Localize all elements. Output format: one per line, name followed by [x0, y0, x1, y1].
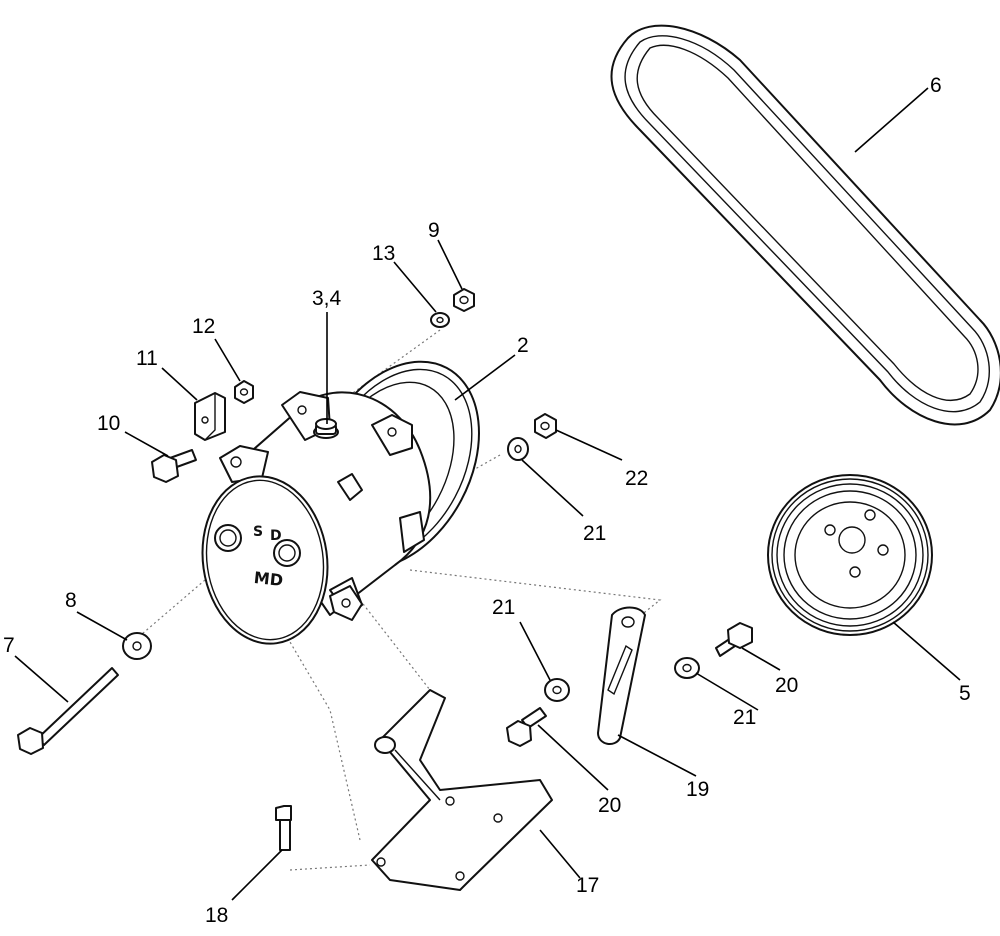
washer-13[interactable]	[430, 312, 450, 328]
discharge-port-mark: D	[270, 528, 282, 544]
bracket-11[interactable]	[194, 392, 226, 441]
callout-labels: 6 2 3,4 9 13 12 11 10 8 7 22 21 21 5 20 …	[3, 74, 971, 927]
callout-2: 2	[517, 334, 529, 357]
washer-21-upper[interactable]	[507, 437, 529, 461]
callout-9: 9	[428, 219, 440, 242]
bolt-18[interactable]	[275, 805, 292, 851]
callout-21-middle: 21	[492, 596, 515, 619]
callout-21-right: 21	[733, 706, 756, 729]
callout-18: 18	[205, 904, 228, 927]
mounting-bracket-17[interactable]	[371, 689, 553, 891]
suction-port-mark: S	[253, 524, 263, 540]
nut-9[interactable]	[453, 288, 475, 312]
bolt-20-right[interactable]	[715, 622, 753, 657]
drive-belt[interactable]	[610, 24, 1000, 426]
callout-7: 7	[3, 634, 15, 657]
callout-20-right: 20	[775, 674, 798, 697]
callout-21-upper: 21	[583, 522, 606, 545]
bolt-7[interactable]	[17, 667, 119, 755]
callout-5: 5	[959, 682, 971, 705]
callout-22: 22	[625, 467, 648, 490]
drive-pulley[interactable]	[767, 474, 933, 636]
washer-21-right[interactable]	[674, 657, 700, 679]
callout-19: 19	[686, 778, 709, 801]
nut-22[interactable]	[534, 413, 557, 439]
callout-3-4: 3,4	[312, 287, 342, 310]
callout-20-left: 20	[598, 794, 621, 817]
callout-13: 13	[372, 242, 395, 265]
callout-17: 17	[576, 874, 599, 897]
callout-8: 8	[65, 589, 77, 612]
callout-10: 10	[97, 412, 120, 435]
ac-compressor[interactable]: S D MD	[192, 333, 513, 652]
washer-21-middle[interactable]	[544, 678, 570, 702]
leader-lines	[14, 87, 961, 901]
adjusting-link-19[interactable]	[597, 606, 646, 745]
bolt-20-left[interactable]	[506, 707, 547, 747]
washer-8[interactable]	[122, 632, 152, 660]
brand-mark: MD	[253, 568, 284, 590]
callout-12: 12	[192, 315, 215, 338]
nut-12[interactable]	[234, 380, 254, 404]
bolt-10[interactable]	[151, 449, 197, 483]
callout-6: 6	[930, 74, 942, 97]
callout-11: 11	[136, 347, 158, 370]
